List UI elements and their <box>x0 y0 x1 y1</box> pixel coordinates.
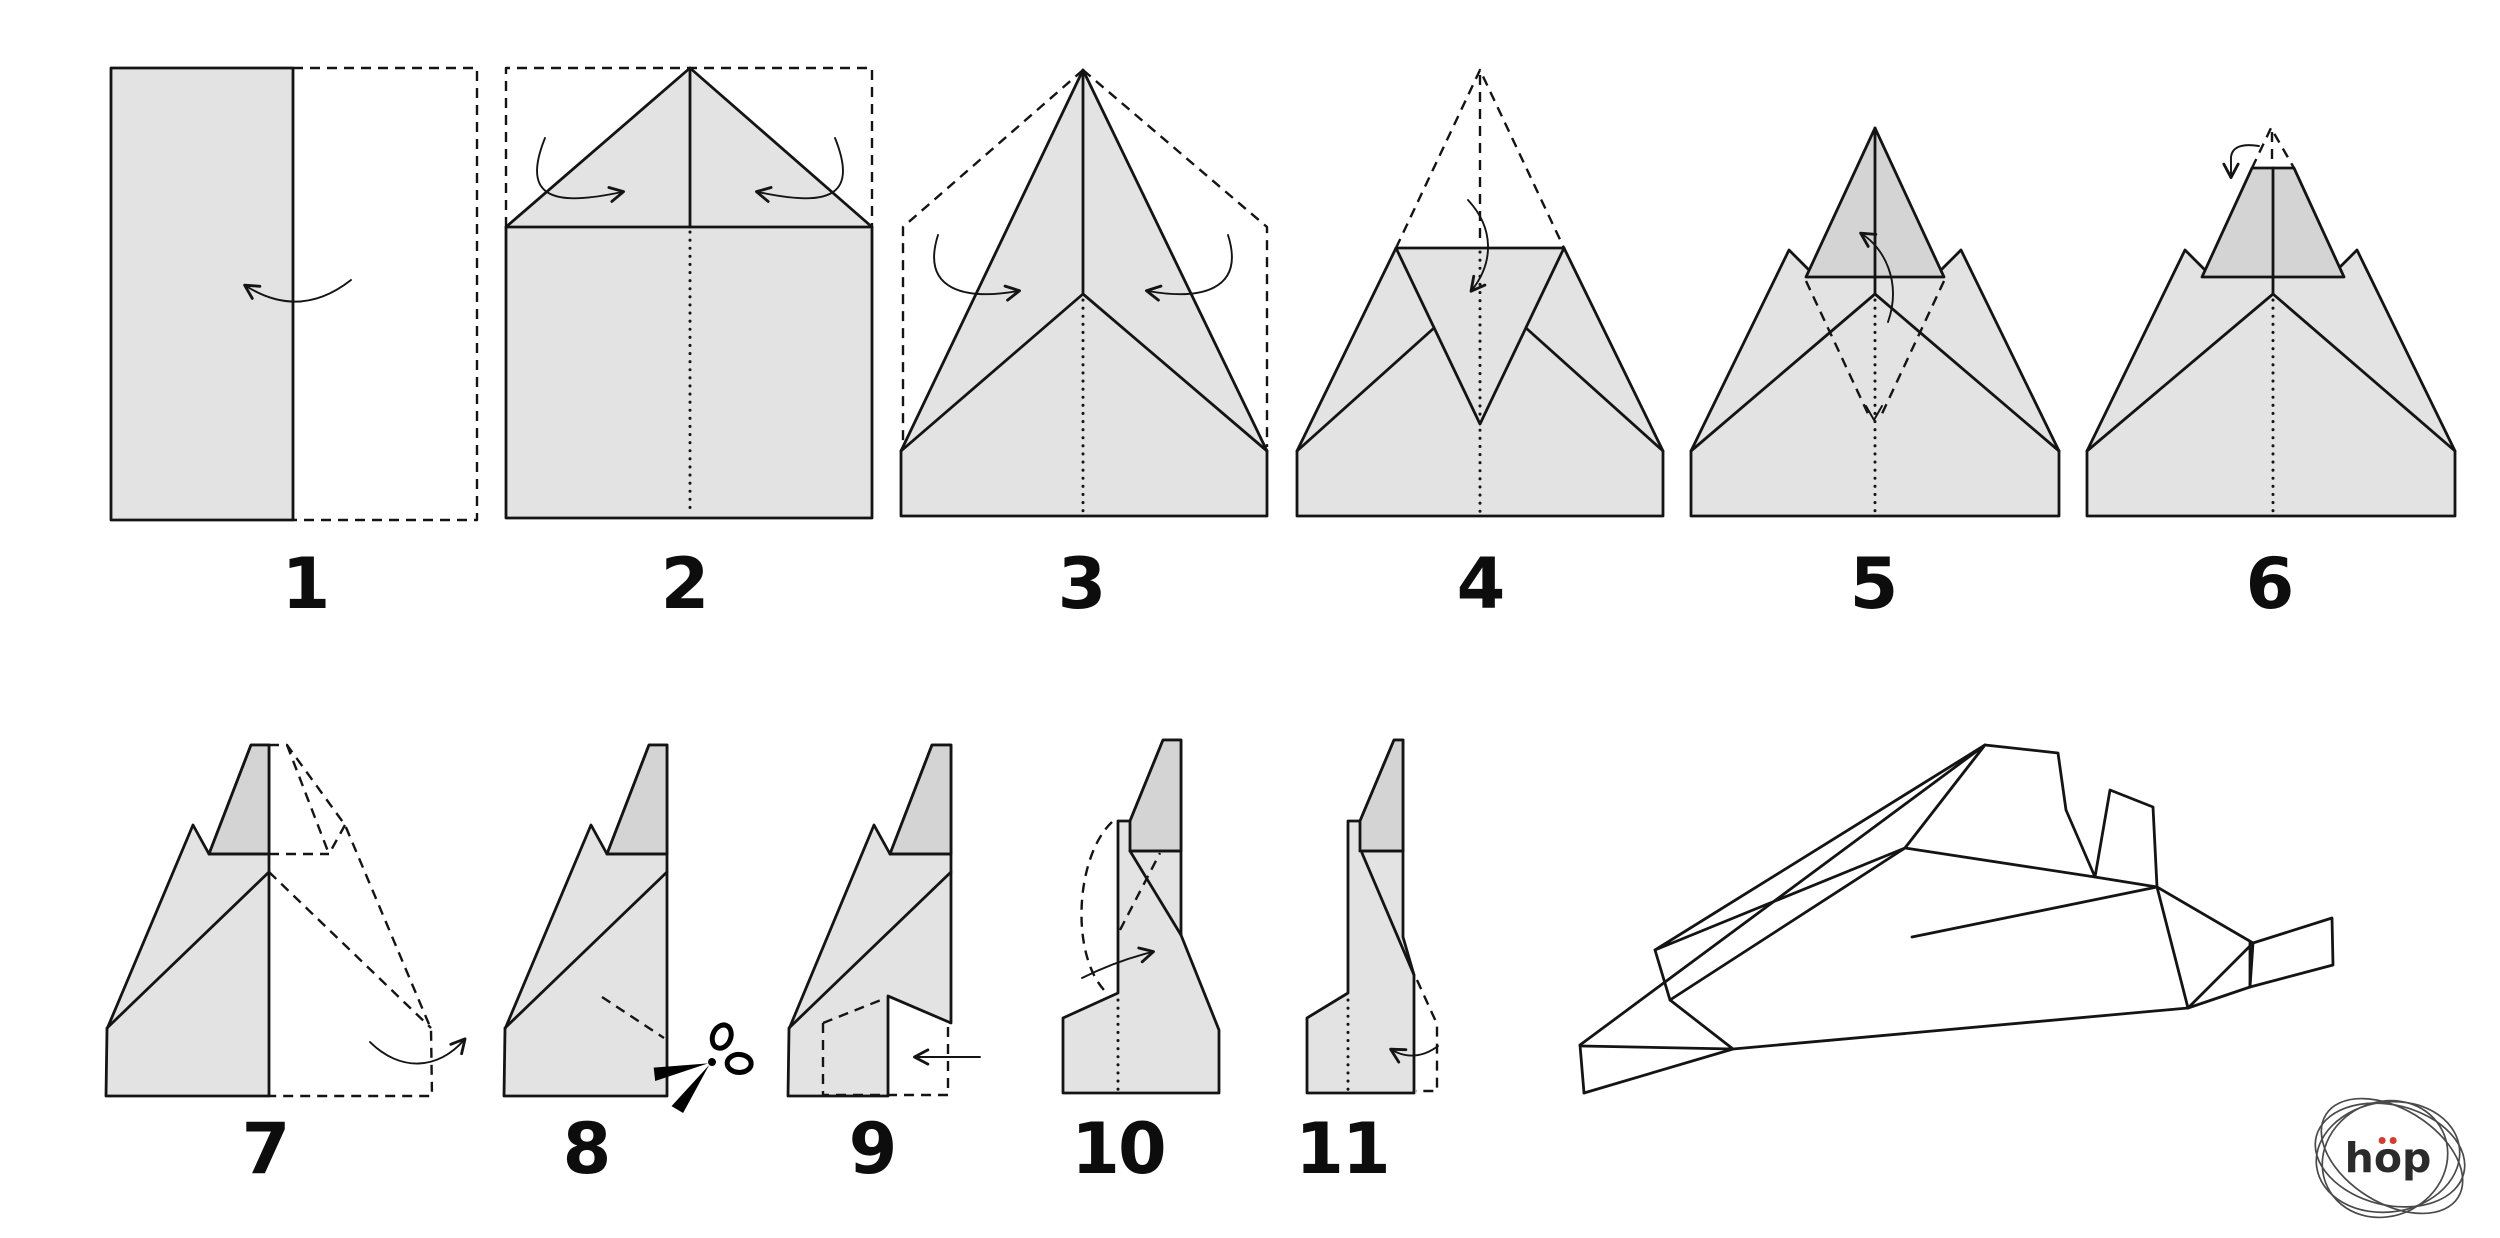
fold-arrow-icon <box>1081 946 1155 979</box>
scissors-icon <box>653 1022 754 1113</box>
right-wing-top-edge <box>1910 885 2159 939</box>
flap-outline <box>1415 979 1439 1093</box>
step-11-diagram <box>1305 738 1439 1095</box>
paper-shape <box>2085 248 2457 518</box>
step-1-number: 1 <box>281 543 331 625</box>
wing-root-crease <box>1668 846 1907 1002</box>
nose-edge <box>1578 1043 1586 1095</box>
keel-bottom-edge <box>1582 1006 2190 1095</box>
wing-fold-crease <box>1128 849 1183 937</box>
nose-spike <box>888 743 953 856</box>
logo-scribble-icon <box>2314 1097 2466 1219</box>
tip-outline <box>2250 126 2296 169</box>
fold-creases <box>899 292 1269 453</box>
step-4-diagram <box>1295 68 1665 518</box>
finished-plane-illustration <box>1578 743 2335 1095</box>
fold-creases <box>1689 292 2061 453</box>
nose-spike <box>605 743 669 856</box>
mirror-half-outline <box>268 743 434 1098</box>
step-2-diagram <box>504 66 874 520</box>
winglet-base-edge <box>2186 941 2255 1010</box>
step-8-diagram <box>502 743 754 1113</box>
wing-fold-crease <box>1360 851 1416 977</box>
step-6-number: 6 <box>2245 543 2295 625</box>
step-1-diagram <box>109 66 479 522</box>
tail-fin-right <box>2093 788 2159 889</box>
logo-letter-o-glyph: o <box>2373 1134 2403 1182</box>
fuselage-crease <box>1580 1044 1735 1051</box>
fold-arrow-icon <box>933 234 1021 302</box>
hidden-tip-outline <box>1804 280 1946 419</box>
fold-arrow-icon <box>536 137 625 203</box>
previous-outline <box>901 69 1269 447</box>
paper-shape <box>109 66 295 522</box>
fold-creases <box>1295 326 1665 453</box>
nose-spike <box>207 743 271 856</box>
left-wing-rear-edge <box>1653 948 1735 1051</box>
logo-letter-p: p <box>2402 1134 2432 1182</box>
dashed-v-tip <box>1865 405 1883 421</box>
winglet <box>2248 916 2335 989</box>
fold-creases <box>2085 292 2457 453</box>
tail-fin <box>1358 738 1405 853</box>
wing-crease <box>787 870 953 1030</box>
fold-arrow-icon <box>1467 199 1489 293</box>
leading-edge <box>1578 743 1987 1047</box>
wing-crease <box>105 870 271 1030</box>
step-10-number: 10 <box>1071 1108 1166 1190</box>
step-2-number: 2 <box>660 543 710 625</box>
fold-arrow-icon <box>1389 1045 1439 1064</box>
fold-arrow-icon <box>1145 234 1233 302</box>
fold-arrow-icon <box>369 1037 467 1065</box>
logo-letter-o: o <box>2374 1137 2402 1179</box>
step-5-diagram <box>1689 126 2061 518</box>
unfolded-tip-outline <box>1394 68 1566 249</box>
fold-arrow-icon <box>755 137 844 203</box>
step-10-diagram <box>1061 738 1221 1095</box>
step-9-diagram <box>786 743 981 1098</box>
paper-shape <box>504 66 874 520</box>
tail-fin <box>1128 738 1183 853</box>
step-3-number: 3 <box>1057 543 1107 625</box>
cut-piece-outline <box>821 996 950 1097</box>
step-9-number: 9 <box>848 1108 898 1190</box>
step-4-number: 4 <box>1456 543 1506 625</box>
unfolded-half-outline <box>293 66 479 522</box>
tail-fin-left <box>1903 743 2097 879</box>
fold-arrow-icon <box>1859 231 1894 323</box>
step-8-number: 8 <box>562 1108 612 1190</box>
step-7-diagram <box>104 743 467 1098</box>
fold-arrow-icon <box>2222 144 2260 180</box>
umlaut-dots-icon <box>2378 1137 2397 1144</box>
unfolded-corners-outline <box>504 66 874 227</box>
logo-letter-h: h <box>2344 1134 2374 1182</box>
fold-arrow-icon <box>243 279 352 303</box>
step-11-number: 11 <box>1295 1108 1390 1190</box>
step-7-number: 7 <box>241 1108 291 1190</box>
wing-crease <box>503 870 669 1030</box>
step-6-diagram <box>2085 126 2457 518</box>
step-5-number: 5 <box>1849 543 1899 625</box>
fold-creases <box>1394 246 1566 426</box>
step-3-diagram <box>899 68 1269 518</box>
cut-line <box>601 995 665 1040</box>
